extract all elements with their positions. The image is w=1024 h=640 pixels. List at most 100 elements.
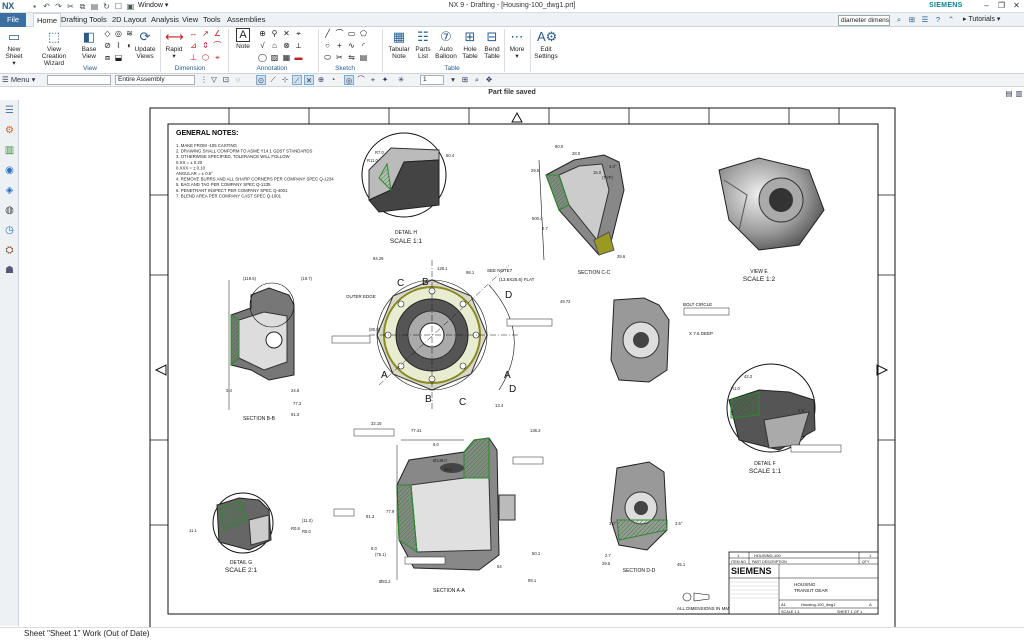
sketch-ellipse-icon[interactable]: ⬭ [324, 53, 331, 62]
control-point-icon[interactable]: ⟋ [292, 75, 302, 85]
sketch-mirror-icon[interactable]: ⇋ [348, 53, 355, 62]
fit-view-icon[interactable]: ⊞ [461, 75, 469, 84]
view-label-icon[interactable]: ⬓ [114, 53, 123, 62]
type-filter-select[interactable] [47, 75, 111, 85]
existing-point-icon[interactable]: ◎ [344, 75, 354, 85]
sketch-point-icon[interactable]: + [337, 41, 342, 50]
ordinate-dimension-icon[interactable]: ⊥ [190, 53, 197, 62]
tab-tools[interactable]: Tools [203, 15, 221, 24]
layout-icon[interactable]: ⊞ [908, 15, 916, 24]
point-on-surface-icon[interactable]: + [370, 75, 376, 84]
rapid-dimension-button[interactable]: ⟷Rapid ▾ [165, 29, 184, 60]
perimeter-dimension-icon[interactable]: ⬡ [202, 53, 209, 62]
datum-feature-icon[interactable]: ⚲ [271, 29, 278, 38]
chamfer-dimension-icon[interactable]: ⊿ [190, 41, 197, 50]
select-lasso-icon[interactable]: ◌ [235, 75, 241, 84]
linear-dimension-icon[interactable]: ↔ [189, 29, 198, 38]
repeat-command-icon[interactable]: ↻ [103, 2, 110, 11]
sketch-fillet-icon[interactable]: ◜ [361, 41, 366, 50]
redo-icon[interactable]: ↷ [55, 2, 62, 11]
tab-analysis[interactable]: Analysis [151, 15, 179, 24]
select-all-icon[interactable]: ⊡ [222, 75, 230, 84]
break-out-section-icon[interactable]: ◐ [127, 41, 132, 50]
tab-2d-layout[interactable]: 2D Layout [112, 15, 147, 24]
reset-filter-icon[interactable]: ▽ [211, 75, 217, 84]
web-browser-icon[interactable]: ◍ [5, 205, 14, 216]
sketch-circle-icon[interactable]: ○ [325, 41, 330, 50]
roles-icon[interactable]: ☰ [921, 15, 929, 24]
image-icon[interactable]: ▬ [294, 53, 303, 62]
touch-mode-icon[interactable]: ☐ [114, 2, 123, 11]
view-break-icon[interactable]: ⌇ [116, 41, 121, 50]
part-navigator-icon[interactable]: ▤ [1005, 89, 1013, 98]
feature-control-frame-icon[interactable]: ⊕ [259, 29, 266, 38]
arc-center-icon[interactable]: ⊕ [317, 75, 325, 84]
more-button[interactable]: ⋯More▾ [509, 29, 525, 60]
reuse-library-icon[interactable]: ◉ [5, 165, 14, 176]
tab-home[interactable]: Home [33, 13, 62, 27]
thickness-dimension-icon[interactable]: ⇕ [202, 41, 209, 50]
restore-icon[interactable]: ❐ [997, 1, 1006, 10]
selection-scope-select[interactable]: Entire Assembly [115, 75, 195, 85]
sketch-rectangle-icon[interactable]: ▭ [347, 29, 356, 38]
break-view-icon[interactable]: ≋ [126, 29, 133, 38]
snap-point-icon[interactable]: ⊙ [256, 75, 266, 85]
balloon-icon[interactable]: ◯ [258, 53, 267, 62]
bolt-circle-centerline-icon[interactable]: ⌖ [296, 29, 301, 38]
zoom-select-icon[interactable]: ▾ [451, 75, 455, 84]
assembly-navigator-icon[interactable]: ⚙ [5, 125, 14, 136]
projected-view-icon[interactable]: ◇ [104, 29, 111, 38]
bounded-grid-icon[interactable]: ✦ [381, 75, 389, 84]
drawing-canvas[interactable]: GENERAL NOTES: 1. MAKE FROM -105 CASTING… [19, 100, 1024, 634]
hd3d-tools-icon[interactable]: ◈ [5, 185, 14, 196]
switch-window-icon[interactable]: ▣ [126, 2, 135, 11]
arc-length-dimension-icon[interactable]: ⌒ [213, 41, 222, 50]
crosshatch-icon[interactable]: ▨ [270, 53, 279, 62]
filter-icon[interactable]: ⋮ [200, 75, 208, 84]
sketch-arc-icon[interactable]: ⌒ [335, 29, 344, 38]
resource-bar-icon[interactable]: ▥ [1015, 89, 1023, 98]
system-materials-icon[interactable]: ⛭ [5, 245, 14, 256]
sketch-line-icon[interactable]: ╱ [325, 29, 330, 38]
paste-icon[interactable]: ▤ [90, 2, 99, 11]
command-search-input[interactable]: diameter dimensi [838, 15, 890, 26]
menu-button[interactable]: ☰ Menu ▾ [2, 75, 36, 84]
section-view-icon[interactable]: ⊘ [104, 41, 111, 50]
mid-point-icon[interactable]: ⊹ [281, 75, 289, 84]
roles-icon[interactable]: ☗ [5, 265, 14, 276]
drawing-view-icon[interactable]: ⧈ [104, 53, 111, 62]
radial-dimension-icon[interactable]: ↗ [202, 29, 209, 38]
point-on-curve-icon[interactable]: ⌒ [357, 75, 365, 84]
close-icon[interactable]: ✕ [1013, 1, 1020, 10]
pan-icon[interactable]: ✥ [485, 75, 493, 84]
part-navigator-icon[interactable]: ☰ [5, 105, 14, 116]
detail-view-icon[interactable]: ◎ [115, 29, 122, 38]
area-fill-icon[interactable]: ▦ [282, 53, 291, 62]
save-icon[interactable]: ▪ [33, 2, 36, 11]
sketch-offset-icon[interactable]: ▤ [359, 53, 368, 62]
sketch-studio-spline-icon[interactable]: ∿ [348, 41, 355, 50]
window-menu[interactable]: Window ▾ [138, 2, 169, 9]
intersection-icon[interactable]: ✕ [304, 75, 314, 85]
help-icon[interactable]: ? [935, 15, 941, 24]
end-point-icon[interactable]: ⟋ [270, 75, 276, 84]
coordinate-dimension-icon[interactable]: ⌖ [215, 53, 220, 62]
weld-symbol-icon[interactable]: ⌂ [272, 41, 277, 50]
sketch-trim-icon[interactable]: ✂ [336, 53, 343, 62]
zoom-icon[interactable]: ⌕ [474, 75, 480, 84]
sketch-polygon-icon[interactable]: ⬠ [360, 29, 367, 38]
undo-icon[interactable]: ↶ [43, 2, 50, 11]
centerline-icon[interactable]: ✕ [283, 29, 290, 38]
datum-target-icon[interactable]: ⊗ [283, 41, 290, 50]
